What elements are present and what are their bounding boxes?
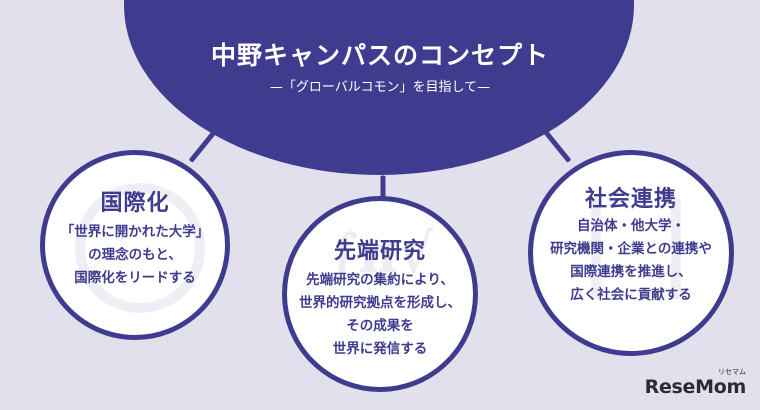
node-title: 先端研究 bbox=[333, 239, 426, 264]
node-line: 国際化をリードする bbox=[74, 270, 196, 286]
node-line: 自治体・他大学・ bbox=[577, 218, 685, 234]
node-line: 世界的研究拠点を形成し、 bbox=[299, 295, 461, 311]
node-line: の理念のもと、 bbox=[88, 247, 182, 263]
network-watermark-icon bbox=[591, 199, 681, 299]
node-advanced-research: ∫π√ 先端研究 先端研究の集約により、 世界的研究拠点を形成し、 その成果を … bbox=[282, 196, 478, 392]
node-line: 「世界に開かれた大学」 bbox=[60, 224, 210, 240]
node-title: 社会連携 bbox=[584, 187, 677, 212]
node-social-collaboration: 社会連携 自治体・他大学・ 研究機関・企業との連携や 国際連携を推進し、 広く社… bbox=[528, 150, 734, 356]
node-line: 先端研究の集約により、 bbox=[306, 272, 454, 288]
node-line: 広く社会に貢献する bbox=[570, 287, 692, 303]
node-internationalization: 国際化 「世界に開かれた大学」 の理念のもと、 国際化をリードする bbox=[40, 150, 230, 340]
concept-title: 中野キャンパスのコンセプト bbox=[210, 41, 549, 70]
concept-subtitle: —「グローバルコモン」を目指して— bbox=[269, 80, 491, 95]
logo-text: ReseMom bbox=[644, 376, 747, 398]
node-title: 国際化 bbox=[100, 191, 170, 216]
node-description: 「世界に開かれた大学」 の理念のもと、 国際化をリードする bbox=[45, 221, 225, 290]
node-line: その成果を bbox=[346, 318, 414, 334]
globe-watermark-icon bbox=[75, 183, 205, 313]
node-description: 先端研究の集約により、 世界的研究拠点を形成し、 その成果を 世界に発信する bbox=[287, 269, 473, 361]
formula-watermark-icon: ∫π√ bbox=[327, 221, 434, 285]
node-description: 自治体・他大学・ 研究機関・企業との連携や 国際連携を推進し、 広く社会に貢献す… bbox=[533, 215, 729, 307]
logo-small-text: リセマム bbox=[718, 368, 746, 376]
node-line: 国際連携を推進し、 bbox=[570, 264, 692, 280]
resemom-logo: ReseMom リセマム bbox=[644, 368, 747, 398]
node-line: 研究機関・企業との連携や bbox=[550, 241, 712, 257]
node-line: 世界に発信する bbox=[332, 341, 428, 357]
